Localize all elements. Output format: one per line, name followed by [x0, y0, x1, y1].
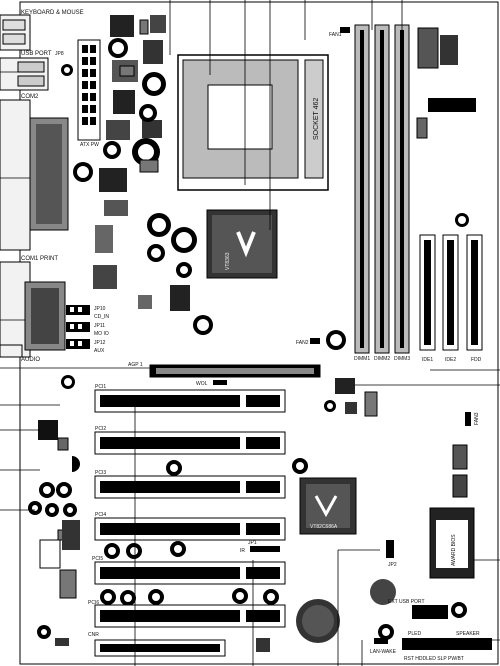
right-top-components	[416, 27, 476, 139]
wol-header	[213, 380, 227, 385]
label-fan1: FAN1	[329, 32, 342, 38]
label-jp8: JP8	[55, 51, 64, 57]
vrm-components	[93, 15, 190, 311]
south-bridge-chip	[299, 477, 357, 535]
atx-power-connector	[77, 39, 101, 141]
label-atx-pw: ATX PW	[80, 142, 99, 148]
label-pci3: PCI3	[95, 470, 106, 476]
capacitors	[28, 38, 469, 640]
label-chip-south: VT82C686A	[310, 524, 338, 530]
label-aux: AUX	[94, 348, 105, 354]
ext-usb-header	[412, 605, 448, 619]
regulator	[335, 378, 355, 394]
label-pci6: PCI6	[88, 600, 99, 606]
label-usb-port: USB PORT	[21, 51, 52, 57]
lan-wake-header	[374, 638, 388, 644]
label-socket: SOCKET 462	[313, 98, 320, 140]
label-bios: AWARD BIOS	[451, 534, 457, 566]
label-ext-usb: EXT USB PORT	[388, 599, 425, 605]
label-fdd: FDD	[471, 357, 482, 363]
dimm-slots	[354, 24, 410, 354]
north-bridge-chip	[206, 209, 278, 279]
label-jp10: JP10	[94, 306, 106, 312]
audio-headers	[66, 305, 90, 349]
label-cd-in: CD_IN	[94, 314, 109, 320]
agp-slot	[149, 364, 321, 378]
ide-fdd-connectors	[419, 234, 483, 351]
fan-header-1	[340, 27, 350, 33]
jp2-jumper	[386, 540, 394, 558]
fan-header-2	[310, 338, 320, 344]
label-wol: WOL	[196, 381, 208, 387]
ir-header	[250, 546, 280, 552]
label-ide2: IDE2	[445, 357, 456, 363]
label-jp1: JP1	[248, 540, 257, 546]
front-panel-header	[402, 638, 492, 650]
label-front-panel: RST HDDLED SLP PW/BT	[404, 656, 464, 662]
label-pci4: PCI4	[95, 512, 106, 518]
label-cnr: CNR	[88, 632, 99, 638]
label-pci2: PCI2	[95, 426, 106, 432]
label-dimm3: DIMM3	[394, 356, 410, 362]
label-audio: AUDIO	[21, 357, 40, 363]
label-com1-print: COM1 PRINT	[21, 256, 58, 262]
cnr-slot	[94, 639, 226, 657]
label-fan2: FAN2	[296, 340, 309, 346]
label-com2: COM2	[21, 94, 39, 100]
label-agp: AGP 1	[128, 362, 143, 368]
label-ide1: IDE1	[422, 357, 433, 363]
fan-header-3	[465, 412, 471, 426]
label-chip-north: VT8363	[225, 252, 231, 270]
label-jp11: JP11	[94, 323, 105, 329]
right-mid-components	[345, 391, 468, 498]
label-pci5: PCI5	[92, 556, 103, 562]
label-pled: PLED	[408, 631, 421, 637]
label-lan-wake: LAN-WAKE	[370, 649, 397, 655]
label-ir: IR	[240, 548, 245, 554]
label-fan3: FAN3	[474, 412, 480, 425]
keyboard-mouse-connector	[0, 14, 31, 51]
label-mo-io: MO IO	[94, 331, 109, 337]
label-keyboard-mouse: KEYBOARD & MOUSE	[21, 10, 84, 16]
usb-port-connector	[0, 57, 49, 91]
label-pci1: PCI1	[95, 384, 106, 390]
com2-connector	[0, 99, 69, 251]
buzzer	[370, 579, 396, 605]
label-dimm2: DIMM2	[374, 356, 390, 362]
label-dimm1: DIMM1	[354, 356, 370, 362]
cpu-socket	[177, 54, 329, 191]
cmos-battery	[296, 599, 340, 643]
bios-chip	[429, 507, 475, 579]
audio-connector	[0, 344, 23, 358]
label-speaker: SPEAKER	[456, 631, 480, 637]
com1-print-connector	[0, 261, 66, 358]
left-lower-components	[38, 420, 270, 652]
label-jp12: JP12	[94, 340, 106, 346]
label-jp2: JP2	[388, 562, 397, 568]
